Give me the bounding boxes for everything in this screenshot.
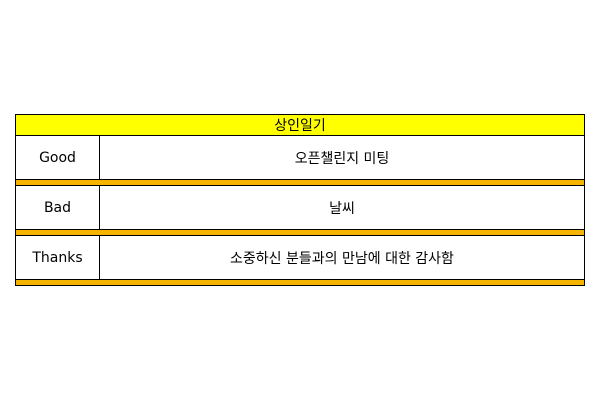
row-separator <box>16 230 584 236</box>
row-label-good: Good <box>16 136 100 179</box>
table-row-good: Good 오픈챌린지 미팅 <box>16 136 584 180</box>
diary-title: 상인일기 <box>16 114 584 136</box>
row-value-bad: 날씨 <box>329 200 355 217</box>
row-value-good: 오픈챌린지 미팅 <box>294 150 390 167</box>
table-row-bad: Bad 날씨 <box>16 186 584 230</box>
row-label-thanks: Thanks <box>16 236 100 279</box>
row-label-bad: Bad <box>16 186 100 229</box>
table-row-thanks: Thanks 소중하신 분들과의 만남에 대한 감사함 <box>16 236 584 280</box>
diary-table: 상인일기 Good 오픈챌린지 미팅 Bad 날씨 Thanks 소중하신 분들… <box>15 114 585 286</box>
row-separator <box>16 180 584 186</box>
row-separator <box>16 280 584 286</box>
row-value-thanks: 소중하신 분들과의 만남에 대한 감사함 <box>230 250 454 267</box>
